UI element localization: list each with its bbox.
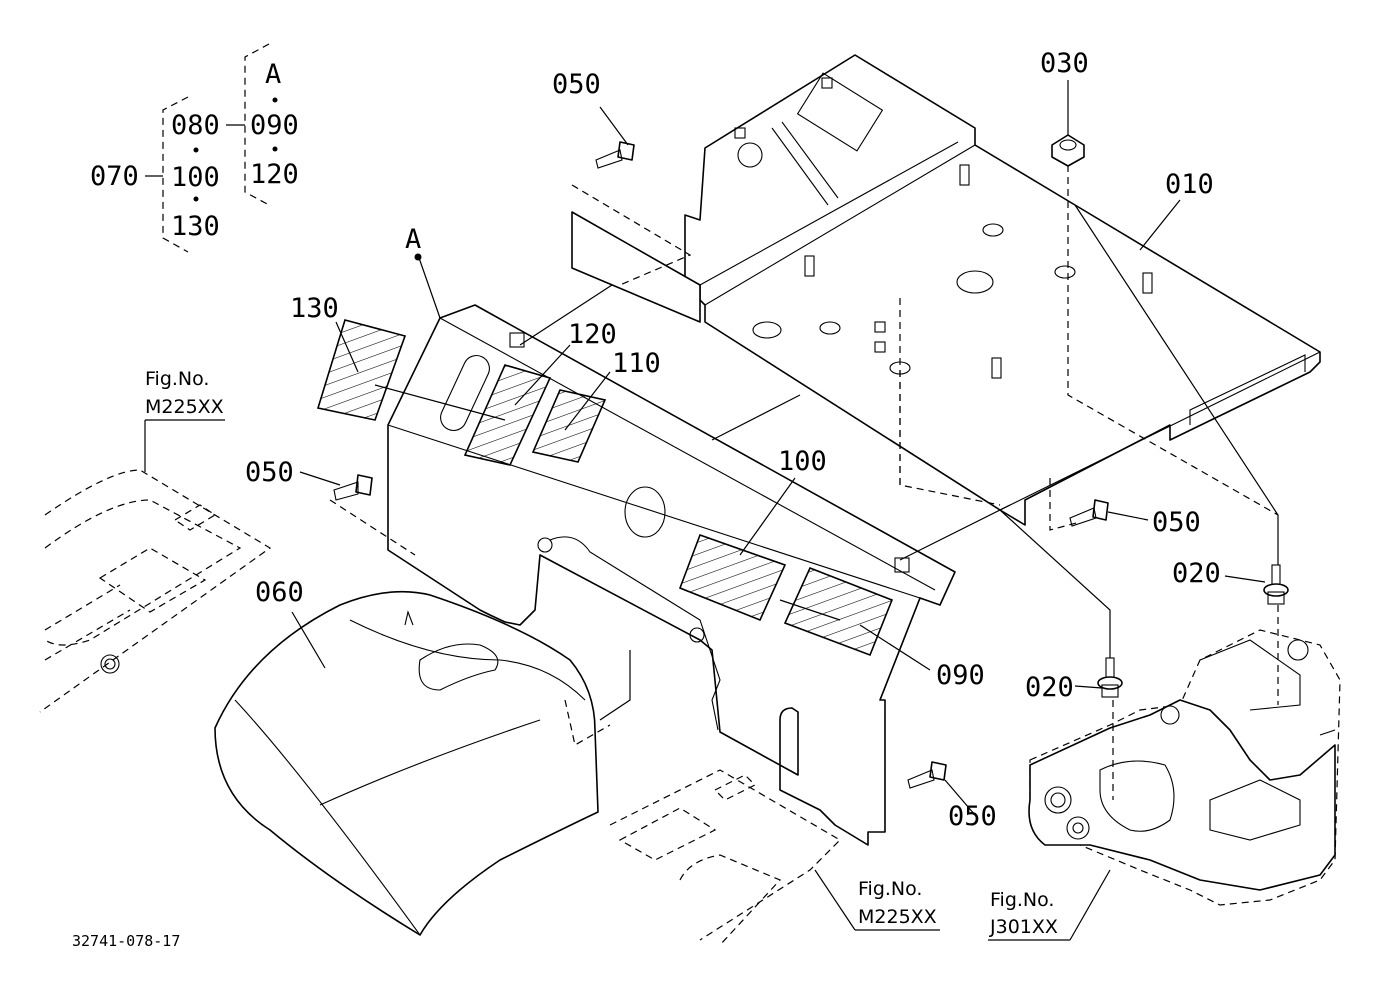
part-050-bolt-top [595, 141, 635, 169]
legend-080: 080 [171, 110, 220, 141]
part-050-bolt-bottom [907, 761, 947, 789]
part-050-bolt-left [333, 474, 373, 501]
leader-lines [144, 80, 1266, 941]
callout-050-right: 050 [1152, 507, 1201, 538]
fig-reference-text: Fig.No. M225XX Fig.No. M225XX Fig.No. J3… [72, 368, 1058, 950]
legend-090: 090 [250, 110, 299, 141]
fig-ref-bottom-prefix: Fig.No. [858, 878, 922, 900]
transmission-housing [1028, 629, 1341, 906]
fig-ref-right-code: J301XX [989, 916, 1058, 938]
callout-110: 110 [612, 348, 661, 379]
callout-100: 100 [778, 446, 827, 477]
legend-120: 120 [250, 159, 299, 190]
callout-020-left: 020 [1025, 672, 1074, 703]
hardware [333, 134, 1289, 789]
callout-020-right: 020 [1172, 558, 1221, 589]
label-110-decal [531, 389, 607, 463]
fig-ref-right-prefix: Fig.No. [990, 889, 1054, 911]
legend-brackets [145, 43, 278, 253]
callout-130: 130 [290, 293, 339, 324]
part-050-bolt-right [1069, 499, 1109, 527]
fig-ref-left-code: M225XX [145, 396, 224, 418]
callout-050-left: 050 [245, 457, 294, 488]
callout-120: 120 [568, 319, 617, 350]
part-030-nut [1051, 134, 1085, 167]
legend-130: 130 [171, 211, 220, 242]
fig-ref-left-prefix: Fig.No. [145, 368, 209, 390]
callout-060: 060 [255, 577, 304, 608]
bottom-floor-frame [609, 769, 841, 946]
legend-A: A [265, 59, 281, 90]
legend-text: 070 080 100 130 A 090 120 [90, 59, 299, 242]
left-floor-frame [39, 469, 272, 713]
label-130-decal [316, 319, 407, 421]
drawing-number: 32741-078-17 [72, 932, 180, 950]
callout-030: 030 [1040, 48, 1089, 79]
callout-A: A [405, 224, 421, 255]
callout-050-bottom: 050 [948, 801, 997, 832]
assembly-lines [329, 165, 1279, 800]
legend-070: 070 [90, 161, 139, 192]
part-010-plate [571, 54, 1321, 526]
label-100-decal [678, 533, 787, 622]
callout-050-top: 050 [552, 69, 601, 100]
callout-010: 010 [1165, 169, 1214, 200]
part-060-cover [214, 590, 599, 936]
legend-100: 100 [171, 162, 220, 193]
callout-090: 090 [936, 660, 985, 691]
callout-text: 050 030 010 A 130 120 110 100 050 050 02… [245, 48, 1221, 832]
fig-ref-bottom-code: M225XX [858, 906, 937, 928]
part-020-stud-right [1263, 564, 1289, 605]
part-020-stud-left [1097, 657, 1123, 698]
hatched-labels [316, 319, 894, 657]
